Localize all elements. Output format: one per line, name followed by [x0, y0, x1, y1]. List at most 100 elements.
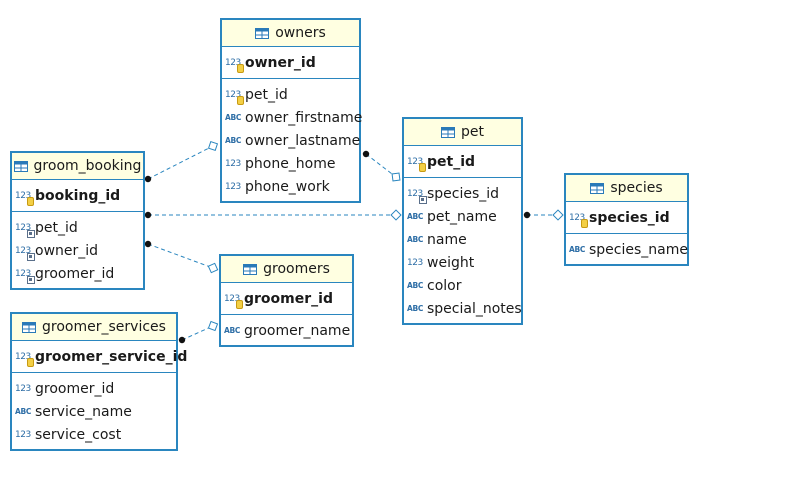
column-row[interactable]: 123 phone_home	[222, 152, 359, 175]
column-name: phone_home	[245, 155, 336, 172]
numeric-type-icon: 123	[224, 294, 243, 309]
entity-title: species	[610, 180, 663, 196]
table-icon	[441, 126, 455, 138]
numeric-type-icon: 123	[15, 246, 35, 261]
column-name: species_id	[589, 209, 670, 226]
entity-header[interactable]: pet	[404, 119, 521, 146]
relationship-groom-booking-to-owners[interactable]	[144, 140, 219, 183]
relationship-source-dot	[144, 175, 152, 183]
numeric-type-icon: 123	[407, 189, 427, 204]
text-type-icon: ABC	[407, 235, 424, 244]
table-icon	[22, 321, 37, 333]
numeric-type-icon: 123	[15, 269, 35, 284]
relationship-groom-booking-to-groomers[interactable]	[144, 240, 219, 274]
numeric-type-icon: 123	[225, 158, 241, 169]
relationship-source-dot	[362, 150, 370, 158]
text-type-icon: ABC	[15, 407, 32, 416]
relationship-line[interactable]	[365, 153, 397, 178]
numeric-type-icon: 123	[15, 429, 31, 440]
entity-header[interactable]: owners	[222, 20, 359, 47]
relationship-line[interactable]	[147, 145, 214, 180]
key-icon	[236, 299, 243, 309]
entity-header[interactable]: groomers	[221, 256, 352, 283]
column-name: phone_work	[245, 178, 330, 195]
relationship-source-dot	[178, 336, 186, 344]
column-name: color	[427, 277, 462, 294]
relationship-line[interactable]	[181, 325, 214, 341]
numeric-type-icon: 123	[15, 191, 34, 206]
numeric-type-icon: 123	[15, 223, 35, 238]
foreign-key-icon	[27, 229, 35, 238]
relationship-pet-to-species[interactable]	[523, 209, 564, 221]
relationship-target-diamond	[207, 320, 219, 332]
column-name: service_name	[35, 403, 132, 420]
entity-header[interactable]: species	[566, 175, 687, 202]
column-name: species_name	[589, 241, 688, 258]
column-name: owner_firstname	[245, 109, 363, 126]
entity-header[interactable]: groomer_services	[12, 314, 176, 341]
text-type-icon: ABC	[407, 304, 424, 313]
column-name: pet_id	[245, 86, 288, 103]
relationship-target-diamond	[390, 209, 402, 221]
entity-title: groomer_services	[42, 319, 166, 335]
numeric-type-icon: 123	[225, 181, 241, 192]
table-icon	[13, 160, 28, 172]
relationship-groomer-services-to-groomers[interactable]	[178, 320, 219, 344]
column-name: special_notes	[427, 300, 522, 317]
column-name: weight	[427, 254, 475, 271]
numeric-type-icon: 123	[225, 58, 244, 73]
text-type-icon: ABC	[225, 113, 242, 122]
entity-header[interactable]: groom_booking	[12, 153, 143, 180]
column-name: groomer_name	[244, 322, 351, 339]
text-type-icon: ABC	[569, 245, 586, 254]
key-icon	[237, 63, 244, 73]
table-icon	[255, 27, 270, 39]
key-icon	[27, 196, 34, 206]
column-row[interactable]: 123 service_cost	[12, 423, 176, 446]
text-type-icon: ABC	[407, 281, 424, 290]
relationship-groom-booking-to-pet[interactable]	[144, 209, 402, 221]
relationship-owners-to-pet[interactable]	[362, 150, 401, 182]
relationship-target-diamond	[207, 262, 219, 274]
numeric-type-icon: 123	[225, 90, 244, 105]
column-row[interactable]: 123 phone_work	[222, 175, 359, 198]
column-name: groomer_id	[35, 265, 115, 282]
numeric-type-icon: 123	[407, 157, 426, 172]
relationship-line[interactable]	[147, 243, 214, 269]
column-name: service_cost	[35, 426, 122, 443]
